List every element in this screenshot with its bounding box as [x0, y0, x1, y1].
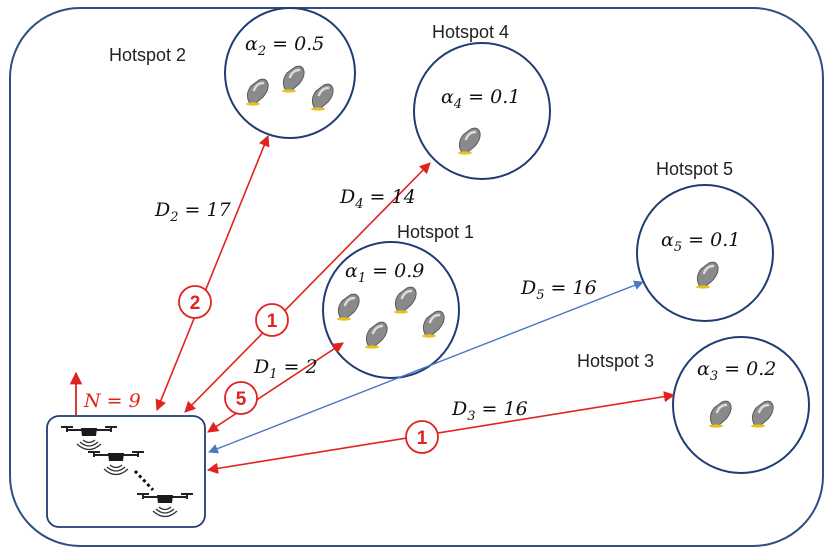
- user-icon: [694, 260, 720, 290]
- user-icon: [244, 77, 270, 107]
- link-hotspot-1-distance: D1 = 2: [253, 356, 318, 382]
- hotspot-1-name: Hotspot 1: [397, 222, 474, 242]
- hotspot-1-alpha: α1 = 0.9: [345, 260, 424, 286]
- user-icon: [420, 309, 446, 339]
- uav-count-hotspot-2: 2: [190, 293, 201, 314]
- hotspot-2-alpha: α2 = 0.5: [245, 33, 324, 59]
- uav-count-badge-hotspot-1: 5: [224, 381, 258, 415]
- hotspot-5-alpha: α5 = 0.1: [661, 229, 740, 255]
- hotspot-4-circle: [413, 42, 551, 180]
- user-icon: [392, 285, 418, 315]
- user-icon: [456, 126, 482, 156]
- user-icon: [309, 82, 335, 112]
- uav-count-badge-hotspot-4: 1: [255, 303, 289, 337]
- user-icon: [335, 292, 361, 322]
- hotspot-4-alpha: α4 = 0.1: [441, 86, 520, 112]
- hotspot-2-circle: [224, 7, 356, 139]
- fleet-size-label: N = 9: [83, 390, 141, 412]
- user-icon: [707, 399, 733, 429]
- uav-count-badge-hotspot-2: 2: [178, 285, 212, 319]
- user-icon: [363, 320, 389, 350]
- hotspot-2-name: Hotspot 2: [109, 45, 186, 65]
- ellipsis-dots: [133, 469, 155, 492]
- uav-count-hotspot-1: 5: [236, 389, 247, 410]
- uav-fleet-box: [46, 415, 206, 528]
- uav-count-hotspot-4: 1: [267, 311, 278, 332]
- region-frame: [9, 7, 824, 547]
- hotspot-3-name: Hotspot 3: [577, 351, 654, 371]
- hotspot-5-name: Hotspot 5: [656, 159, 733, 179]
- hotspot-4-name: Hotspot 4: [432, 22, 509, 42]
- link-hotspot-2: [155, 134, 270, 412]
- hotspot-5-circle: [636, 184, 774, 322]
- user-icon: [749, 399, 775, 429]
- link-hotspot-3: [206, 391, 676, 474]
- hotspot-3-alpha: α3 = 0.2: [697, 358, 776, 384]
- uav-count-badge-hotspot-3: 1: [405, 420, 439, 454]
- uav-count-hotspot-3: 1: [417, 428, 428, 449]
- link-hotspot-2-distance: D2 = 17: [154, 199, 232, 225]
- user-icon: [280, 64, 306, 94]
- link-hotspot-3-distance: D3 = 16: [451, 398, 528, 424]
- link-hotspot-5-distance: D5 = 16: [520, 277, 597, 303]
- link-hotspot-4-distance: D4 = 14: [339, 186, 416, 212]
